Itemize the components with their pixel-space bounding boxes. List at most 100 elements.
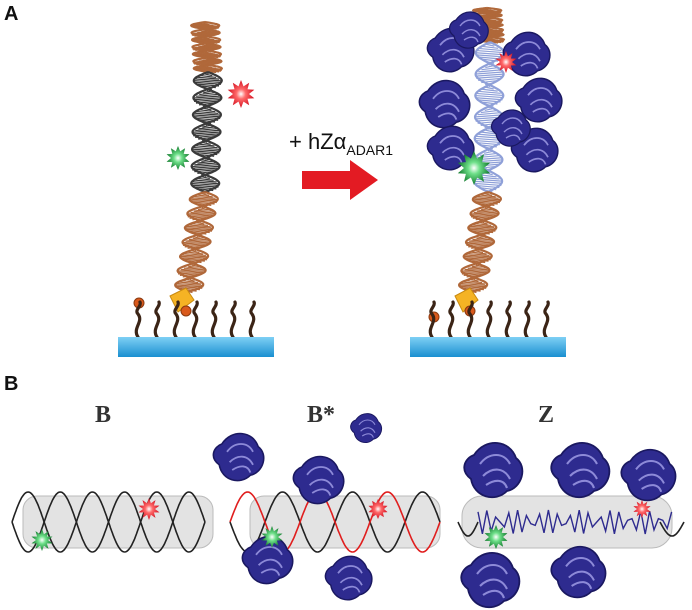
helix-base-pair <box>197 153 215 157</box>
green-dye-star-icon <box>484 525 508 549</box>
helix-base-pair <box>481 204 491 208</box>
state-label-b-star: B* <box>307 402 335 428</box>
protein-icon <box>324 555 373 601</box>
helix-base-pair <box>484 129 494 133</box>
panel-letter-b: B <box>4 373 18 395</box>
helix-base-pair <box>469 238 492 242</box>
dye-star-shape <box>261 526 283 548</box>
helix-base-pair <box>471 211 499 215</box>
protein-cluster-right <box>418 11 563 173</box>
helix-base-pair <box>193 133 220 137</box>
helix-base-pair <box>203 90 213 94</box>
helix-base-pair <box>201 138 211 142</box>
dye-star-shape <box>138 498 160 520</box>
helix-base-pair <box>475 94 504 99</box>
helix-base-pair <box>181 279 199 284</box>
helix-base-pair <box>195 59 219 63</box>
helix-base-pair <box>192 131 221 135</box>
helix-base-pair <box>194 202 212 207</box>
helix-base-pair <box>470 251 487 255</box>
helix-base-pair <box>176 282 203 287</box>
helix-base-pair <box>193 129 220 133</box>
helix-base-pair <box>188 264 198 268</box>
helix-base-pair <box>184 244 208 248</box>
helix-base-pair <box>463 272 487 277</box>
helix-base-pair <box>198 102 216 106</box>
helix-base-pair <box>479 194 496 198</box>
helix-base-pair <box>187 245 205 249</box>
helix-strand <box>229 491 441 553</box>
arrow-label: + hZαADAR1 <box>289 129 393 158</box>
helix-base-pair <box>485 43 495 47</box>
helix-base-pair <box>196 93 219 97</box>
helix-base-pair <box>468 227 497 231</box>
protein-icon <box>550 545 607 599</box>
helix-base-pair <box>188 237 206 241</box>
helix-base-pair <box>199 91 216 96</box>
helix-base-pair <box>467 265 485 269</box>
helix-base-pair <box>191 184 219 188</box>
helix-base-pair <box>481 88 498 92</box>
helix-base-pair <box>197 27 214 31</box>
green-dye-star-icon <box>166 146 190 170</box>
dye-star-shape <box>368 499 388 519</box>
helix-base-pair <box>481 79 498 84</box>
helix-base-pair <box>193 208 211 212</box>
helix-base-pair <box>178 271 205 275</box>
helix-base-pair <box>193 232 203 237</box>
protein-icon <box>448 11 489 49</box>
helix-base-pair <box>186 275 196 279</box>
helix-base-pair <box>191 201 215 205</box>
panel-a: + hZαADAR1 <box>118 6 566 357</box>
helix-base-pair <box>193 98 221 103</box>
helix-base-pair <box>200 192 210 197</box>
helix-base-pair <box>475 114 503 118</box>
helix-base-pair <box>182 242 210 247</box>
dye-star-shape <box>457 151 491 185</box>
dye-star-shape <box>484 525 508 549</box>
helix-base-pair <box>198 119 216 123</box>
helix-base-pair <box>483 189 493 193</box>
helix-base-pair <box>459 284 488 288</box>
dye-star-shape <box>633 500 651 518</box>
surface-brushes-right <box>428 300 550 339</box>
helix-base-pair <box>195 44 218 49</box>
helix-base-pair <box>194 78 222 82</box>
surface-brush <box>210 300 218 339</box>
helix-base-pair <box>194 145 218 149</box>
helix-base-pair <box>462 281 486 285</box>
protein-icon <box>490 109 531 147</box>
helix-base-pair <box>192 38 220 42</box>
helix-base-pair <box>197 34 215 38</box>
helix-base-pair <box>476 232 486 237</box>
protein-icon <box>292 455 345 505</box>
helix-base-pair <box>175 284 204 288</box>
helix-base-pair <box>198 126 215 130</box>
helix-base-pair <box>471 264 481 268</box>
helix-base-pair <box>185 238 209 242</box>
helix-base-pair <box>198 55 216 59</box>
helix-base-pair <box>184 227 213 231</box>
helix-base-pair <box>197 160 215 164</box>
helix-base-pair <box>198 109 216 113</box>
helix-base-pair <box>468 259 486 264</box>
helix-base-pair <box>198 136 215 140</box>
helix-strand <box>457 521 479 537</box>
helix-base-pair <box>199 74 217 79</box>
helix-base-pair <box>190 209 214 214</box>
helix-base-pair <box>476 49 504 54</box>
helix-base-pair <box>480 101 498 105</box>
dye-star-shape <box>166 146 190 170</box>
helix-base-pair <box>183 239 211 244</box>
helix-base-pair <box>475 139 503 144</box>
helix-base-pair <box>193 52 221 57</box>
helix-base-pair <box>196 187 214 192</box>
helix-base-pair <box>178 281 202 285</box>
helix-base-pair <box>189 198 218 202</box>
helix-base-pair <box>191 182 220 187</box>
protein-icon <box>212 432 265 482</box>
helix-base-pair <box>189 231 207 235</box>
helix-base-pair <box>196 177 214 181</box>
helix-base-pair <box>193 79 222 84</box>
helix-base-pair <box>474 247 484 251</box>
